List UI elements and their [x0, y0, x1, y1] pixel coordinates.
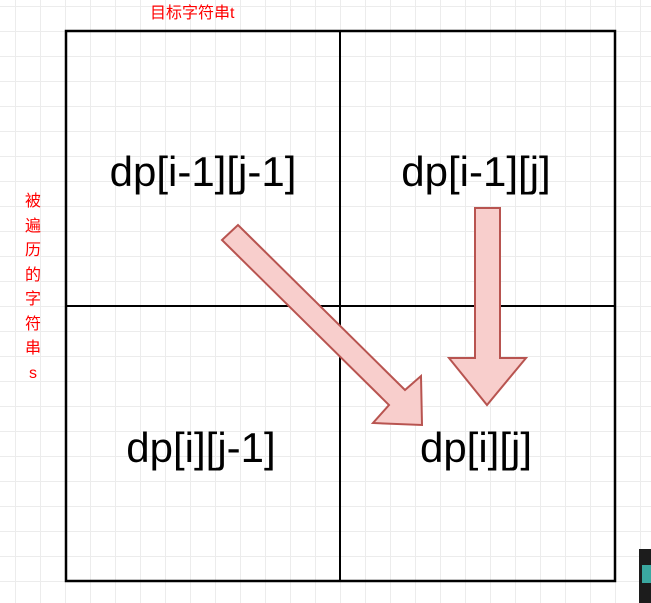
- cell-top-right-text: dp[i-1][j]: [401, 148, 550, 195]
- target-string-label: 目标字符串t: [150, 5, 235, 22]
- cell-bottom-right-text: dp[i][j]: [420, 424, 532, 471]
- corner-decoration-accent: [642, 565, 651, 583]
- corner-decoration: [639, 549, 651, 603]
- diagonal-arrow: [220, 223, 424, 427]
- cell-bottom-left-text: dp[i][j-1]: [126, 424, 275, 471]
- cell-top-left-text: dp[i-1][j-1]: [110, 148, 297, 195]
- down-arrow: [446, 207, 529, 407]
- source-string-label: 被 遍 历 的 字 符 串 s: [24, 193, 41, 382]
